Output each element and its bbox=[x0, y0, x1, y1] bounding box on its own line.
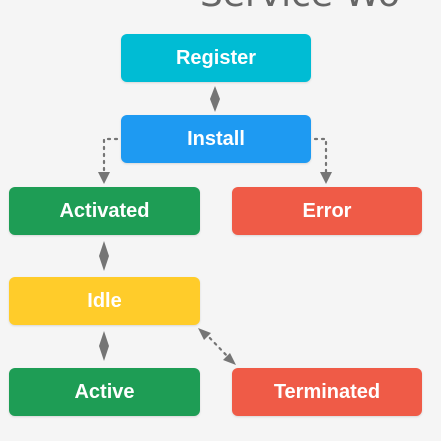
node-active: Active bbox=[9, 368, 200, 416]
arrowhead-icon bbox=[98, 172, 110, 184]
node-active-label: Active bbox=[74, 380, 135, 403]
connector-idle-active bbox=[99, 331, 109, 361]
diagram-title: Service Wo bbox=[200, 0, 400, 15]
connector-idle-terminated bbox=[198, 328, 236, 365]
node-idle-label: Idle bbox=[87, 289, 122, 312]
node-idle: Idle bbox=[9, 277, 200, 325]
node-install-label: Install bbox=[187, 127, 245, 150]
arrowhead-icon bbox=[223, 353, 236, 365]
connector-activated-idle bbox=[99, 241, 109, 271]
node-terminated-label: Terminated bbox=[273, 380, 381, 403]
node-register: Register bbox=[121, 34, 311, 82]
node-install: Install bbox=[121, 115, 311, 163]
node-error-label: Error bbox=[302, 199, 352, 222]
node-terminated: Terminated bbox=[232, 368, 422, 416]
connector-install-error bbox=[313, 137, 332, 184]
node-activated: Activated bbox=[9, 187, 200, 235]
connector-install-activated bbox=[98, 137, 119, 184]
arrowhead-icon bbox=[320, 172, 332, 184]
connector-register-install bbox=[210, 86, 220, 112]
node-activated-label: Activated bbox=[59, 199, 150, 222]
node-register-label: Register bbox=[175, 46, 257, 69]
node-error: Error bbox=[232, 187, 422, 235]
arrowhead-icon bbox=[198, 328, 211, 340]
